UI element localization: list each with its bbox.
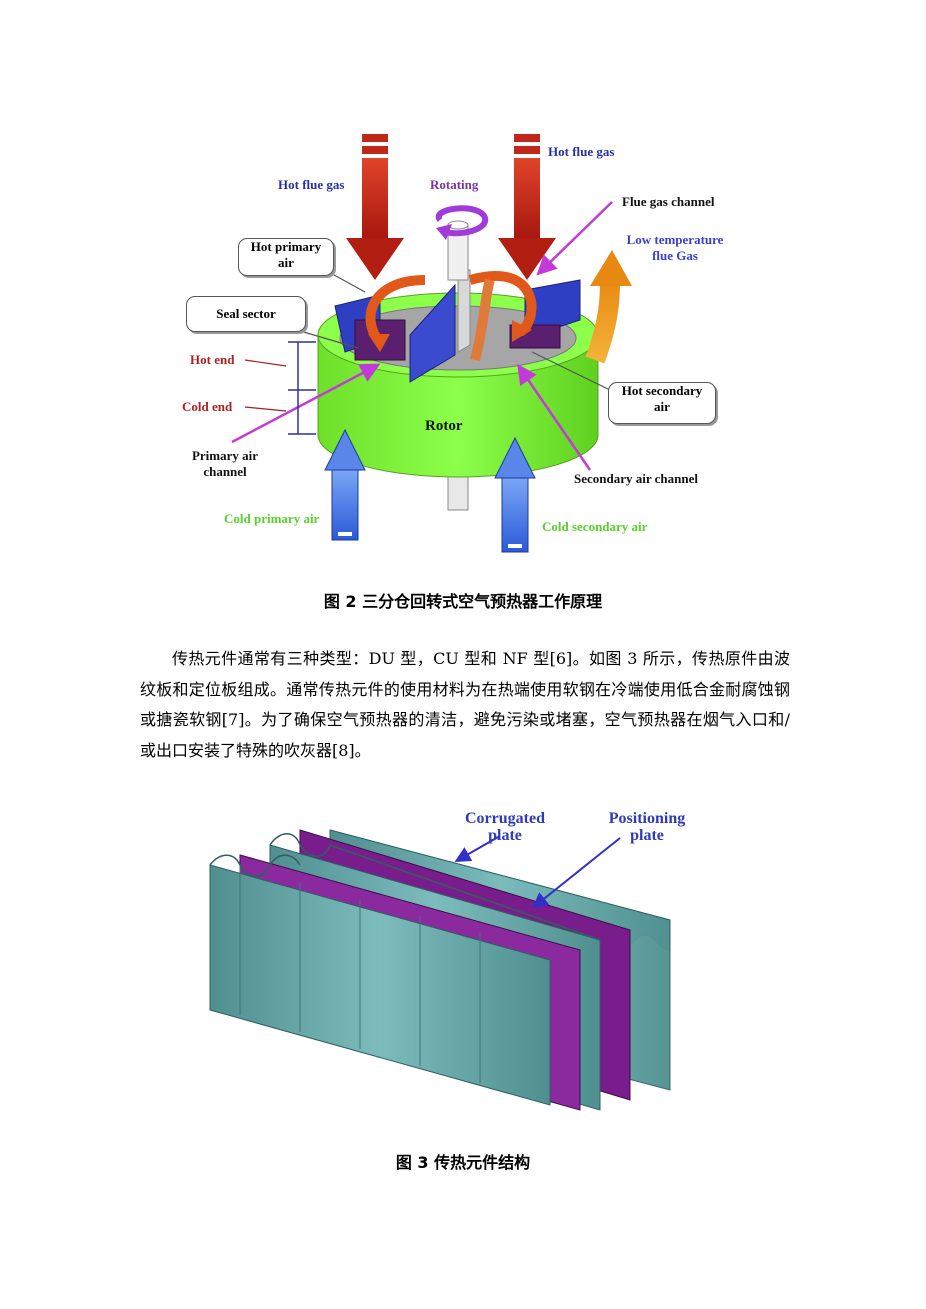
label-corrugated-plate: Corrugated plate: [465, 810, 545, 844]
label-cold-primary-air: Cold primary air: [224, 511, 320, 526]
primary-air-channel-pointer: [231, 363, 381, 444]
cold-primary-air-arrow: [324, 428, 366, 541]
label-positioning-plate: Positioning plate: [608, 810, 686, 844]
hot-flue-gas-arrow-right: [498, 134, 556, 280]
flue-gas-channel-pointer: [536, 201, 613, 276]
secondary-air-channel-pointer: [517, 363, 592, 471]
hot-flue-gas-arrow-left: [346, 134, 404, 280]
label-flue-gas-channel: Flue gas channel: [622, 194, 715, 209]
callout-hot-secondary-air: Hot secondary air: [608, 382, 716, 424]
label-cold-end: Cold end: [182, 399, 233, 414]
heat-transfer-element-diagram: [209, 829, 671, 1111]
label-primary-air-channel: Primary air channel: [191, 448, 259, 479]
label-rotor: Rotor: [425, 418, 463, 434]
cold-secondary-air-arrow: [494, 436, 536, 553]
label-cold-secondary-air: Cold secondary air: [542, 519, 648, 534]
label-low-temperature-flue-gas: Low temperature flue Gas: [626, 232, 724, 263]
label-hot-end: Hot end: [190, 352, 235, 367]
rotating-arrow: [435, 205, 489, 237]
corrugated-plate-front: [209, 854, 551, 1106]
label-secondary-air-channel: Secondary air channel: [574, 471, 698, 486]
body-paragraph: 传热元件通常有三种类型：DU 型，CU 型和 NF 型[6]。如图 3 所示，传…: [140, 644, 790, 766]
label-hot-flue-gas-left: Hot flue gas: [278, 177, 345, 192]
figure-3-caption: 图 3 传热元件结构: [395, 1153, 531, 1172]
label-rotating: Rotating: [430, 177, 479, 192]
figure-2-caption: 图 2 三分仓回转式空气预热器工作原理: [323, 592, 603, 611]
flow-arrow-right: [468, 270, 537, 337]
paragraph-text: 传热元件通常有三种类型：DU 型，CU 型和 NF 型[6]。如图 3 所示，传…: [140, 649, 790, 760]
secondary-air-plate: [409, 283, 456, 383]
figure-3: Corrugated plate Positioning plate: [200, 800, 720, 1120]
label-hot-flue-gas-right: Hot flue gas: [548, 144, 615, 159]
rotary-air-preheater-diagram: [231, 134, 632, 553]
callout-seal-sector: Seal sector: [186, 296, 306, 332]
callout-hot-primary-air: Hot primary air: [238, 238, 334, 276]
corrugated-plate-pointer: [454, 835, 501, 862]
figure-2: Hot flue gas Hot flue gas Rotating Flue …: [140, 120, 800, 570]
positioning-plate-pointer: [531, 837, 621, 909]
low-temp-flue-gas-arrow: [585, 279, 620, 364]
